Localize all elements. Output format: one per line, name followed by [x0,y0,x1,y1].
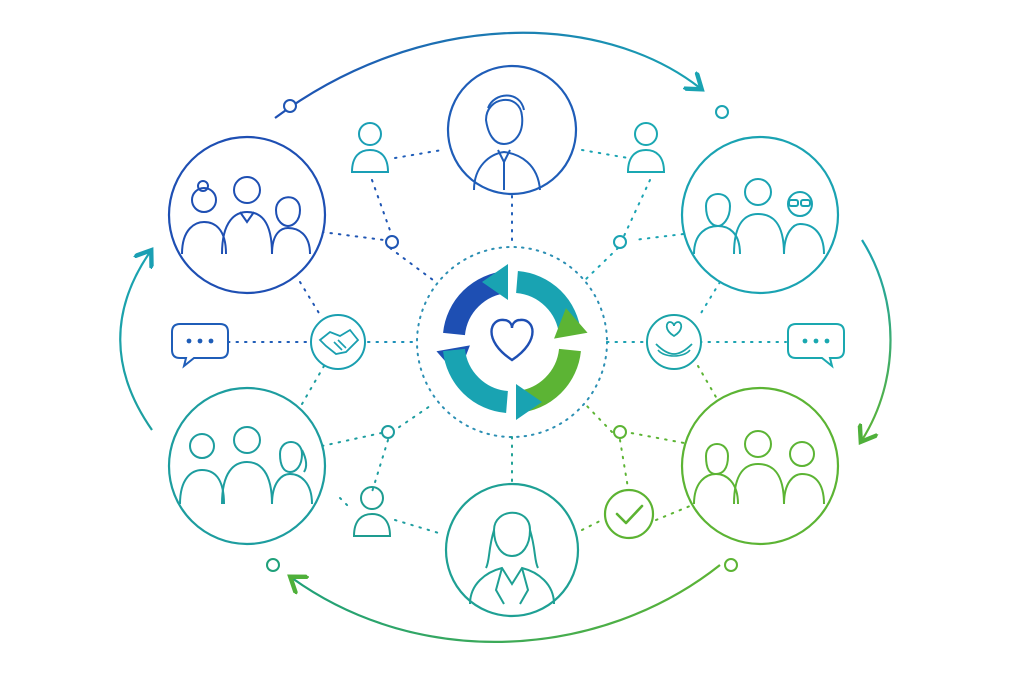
node-top [446,64,578,196]
chat-bubble-icon [171,323,229,369]
woman-portrait-icon [469,511,555,605]
connector-dots [381,235,627,439]
user-icon [626,122,666,173]
heart-cycle-icon [436,264,588,420]
node-lower-right [680,386,840,546]
node-bottom [444,482,580,618]
three-people-icon [693,430,825,505]
node-upper-right [680,135,840,295]
three-people-icon [179,426,313,505]
node-lower-left [167,386,327,546]
user-icon [350,122,390,173]
person-portrait-icon [473,94,541,191]
arc-left [119,252,152,431]
handshake-icon [310,314,366,370]
dotted-connectors [227,149,787,535]
arc-right [862,239,892,440]
inner-dotted-ring [416,246,608,438]
heart-in-hands-icon [646,314,702,370]
three-people-icon [181,176,311,255]
outer-cycle-arrows [119,31,892,643]
arc-dots [266,99,738,572]
user-icon [352,486,392,537]
node-upper-left [167,135,327,295]
arc-top [274,31,700,119]
arc-bottom [292,564,721,643]
three-people-icon [693,178,825,255]
chat-bubble-icon [787,323,845,369]
check-circle-icon [603,488,655,540]
